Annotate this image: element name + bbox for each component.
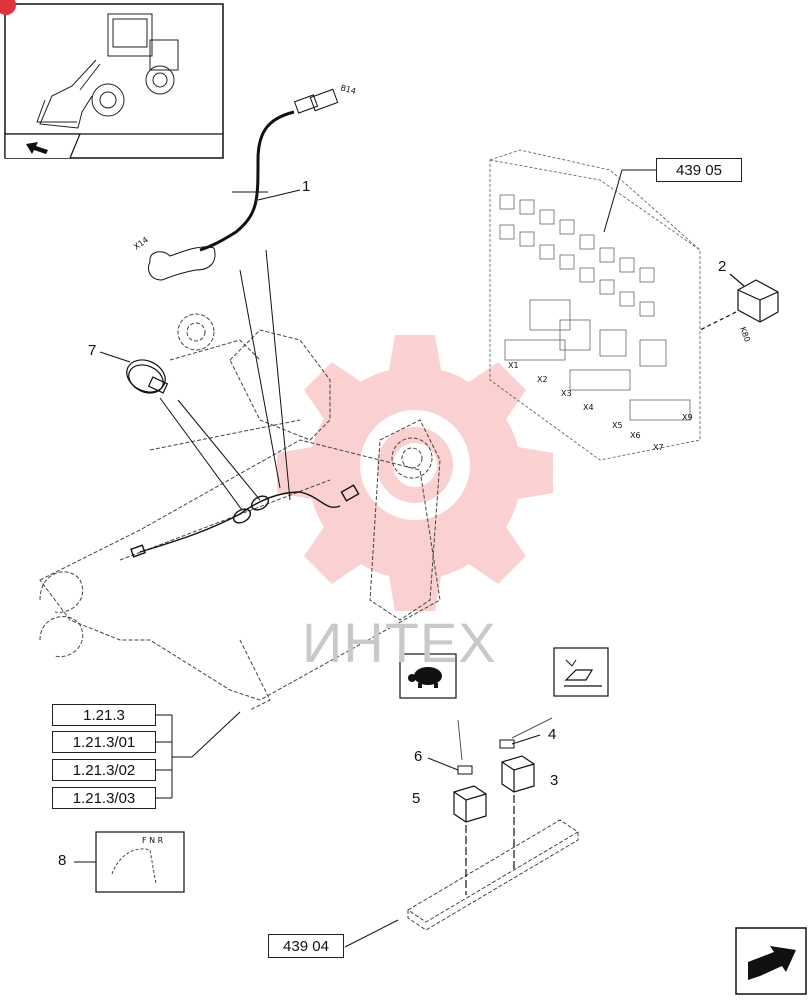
relay-2 [699,273,779,331]
harness-1 [148,88,339,281]
ecu-connector-labels: X1 X2 X3 X4 X5 X6 X7 X9 [508,361,693,452]
leader-harness [265,249,291,501]
svg-text:X6: X6 [630,431,641,440]
callout-8: 8 [58,852,67,869]
clamp-7 [126,359,169,394]
svg-text:F N R: F N R [142,836,164,845]
switch-panel-43904 [407,819,579,931]
bucket-level-icon [553,647,609,697]
callout-4: 4 [548,726,557,743]
loader-thumbnail [4,3,224,159]
next-page-arrow-icon [735,927,807,995]
callout-2: 2 [718,258,727,275]
callout-3: 3 [550,772,559,789]
callout-7: 7 [88,342,97,359]
svg-text:X4: X4 [583,403,594,412]
svg-text:X7: X7 [653,443,664,452]
switch-cap-4 [499,717,553,749]
svg-text:X3: X3 [561,389,572,398]
control-unit-43905 [489,149,701,461]
svg-text:X1: X1 [508,361,519,370]
svg-text:K80: K80 [738,326,752,344]
leader-clamp [159,397,243,511]
leader-clamp-2 [177,399,261,501]
loader-frame [39,313,441,711]
ref-box-1213[interactable]: 1.21.3 [52,704,156,726]
callout-5: 5 [412,790,421,807]
leader-7 [99,351,131,363]
leader-harness-2 [239,269,281,489]
corner-badge [0,0,16,15]
svg-text:X14: X14 [132,235,150,251]
decal-8: F N R [95,831,185,893]
frame-harness [130,484,360,558]
back-arrow-icon [26,142,48,154]
switch-3 [501,755,535,870]
watermark-text: ИНТЕХ [302,611,497,674]
callout-1: 1 [302,178,311,195]
switch-5 [453,785,487,895]
watermark-gear-icon [277,335,553,611]
svg-text:X2: X2 [537,375,548,384]
ref-box-121303[interactable]: 1.21.3/03 [52,787,156,809]
ref-box-121302[interactable]: 1.21.3/02 [52,759,156,781]
ref-box-121301[interactable]: 1.21.3/01 [52,731,156,753]
ref-box-43905[interactable]: 439 05 [656,158,742,182]
svg-text:X5: X5 [612,421,623,430]
turtle-icon [399,653,457,699]
callout-6: 6 [414,748,423,765]
svg-text:B14: B14 [339,83,356,96]
ref-box-43904[interactable]: 439 04 [268,934,344,958]
switch-cap-6 [427,719,473,775]
svg-text:X9: X9 [682,413,693,422]
